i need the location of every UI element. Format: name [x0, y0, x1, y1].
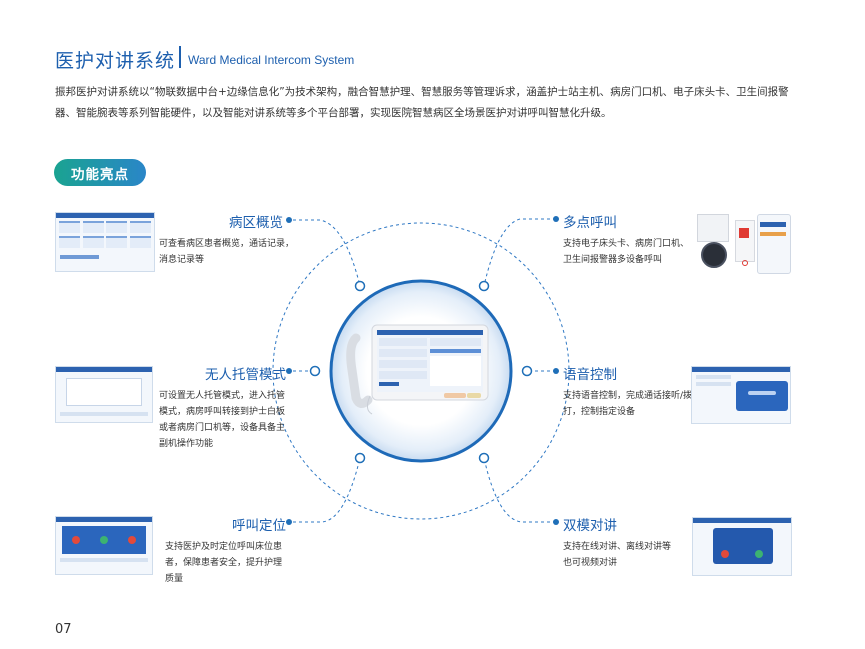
feature-desc-multi-call: 支持电子床头卡、病房门口机、 卫生间报警器多设备呼叫: [563, 239, 690, 265]
intro-paragraph: 振邦医护对讲系统以“物联数据中台+边缘信息化”为技术架构，融合智慧护理、智慧服务…: [55, 86, 789, 119]
ward-overview-screenshot: [55, 212, 155, 272]
feature-desc-unmanned-mode: 可设置无人托管模式，进入托管 模式，病房呼叫转接到护士白板 或者病房门口机等，设…: [159, 391, 286, 449]
connector-call-locate: [287, 457, 361, 523]
intercom-device-illustration: [346, 324, 489, 415]
dual-mode-screenshot: [692, 517, 792, 576]
feature-desc-voice-control: 支持语音控制，完成通话接听/拨 打，控制指定设备: [563, 391, 693, 417]
feature-title-unmanned-mode: 无人托管模式: [205, 367, 286, 383]
connector-multi-call: [483, 218, 556, 287]
page-title: 医护对讲系统: [55, 50, 176, 72]
unmanned-mode-screenshot: [55, 366, 153, 423]
feature-desc-ward-overview: 可查看病区患者概览，通话记录， 消息记录等: [159, 239, 295, 265]
page-number: 07: [55, 622, 72, 637]
feature-title-ward-overview: 病区概览: [229, 215, 283, 231]
feature-title-dual-mode: 双模对讲: [563, 518, 617, 534]
section-label: 功能亮点: [54, 159, 146, 186]
feature-title-voice-control: 语音控制: [563, 367, 617, 383]
page-subtitle-en: Ward Medical Intercom System: [188, 53, 355, 67]
connector-dual-mode: [483, 457, 556, 523]
outer-dashed-ring: [272, 222, 570, 520]
feature-title-call-locate: 呼叫定位: [232, 518, 286, 534]
feature-title-multi-call: 多点呼叫: [563, 215, 617, 231]
feature-desc-call-locate: 支持医护及时定位呼叫床位患 者，保障患者安全，提升护理 质量: [165, 542, 283, 584]
feature-desc-dual-mode: 支持在线对讲、离线对讲等 也可视频对讲: [563, 542, 672, 568]
title-divider: [179, 46, 181, 68]
call-locate-screenshot: [55, 516, 153, 575]
connector-ward-overview: [287, 219, 361, 287]
voice-control-screenshot: [691, 366, 791, 424]
multi-call-devices-image: [697, 214, 791, 274]
